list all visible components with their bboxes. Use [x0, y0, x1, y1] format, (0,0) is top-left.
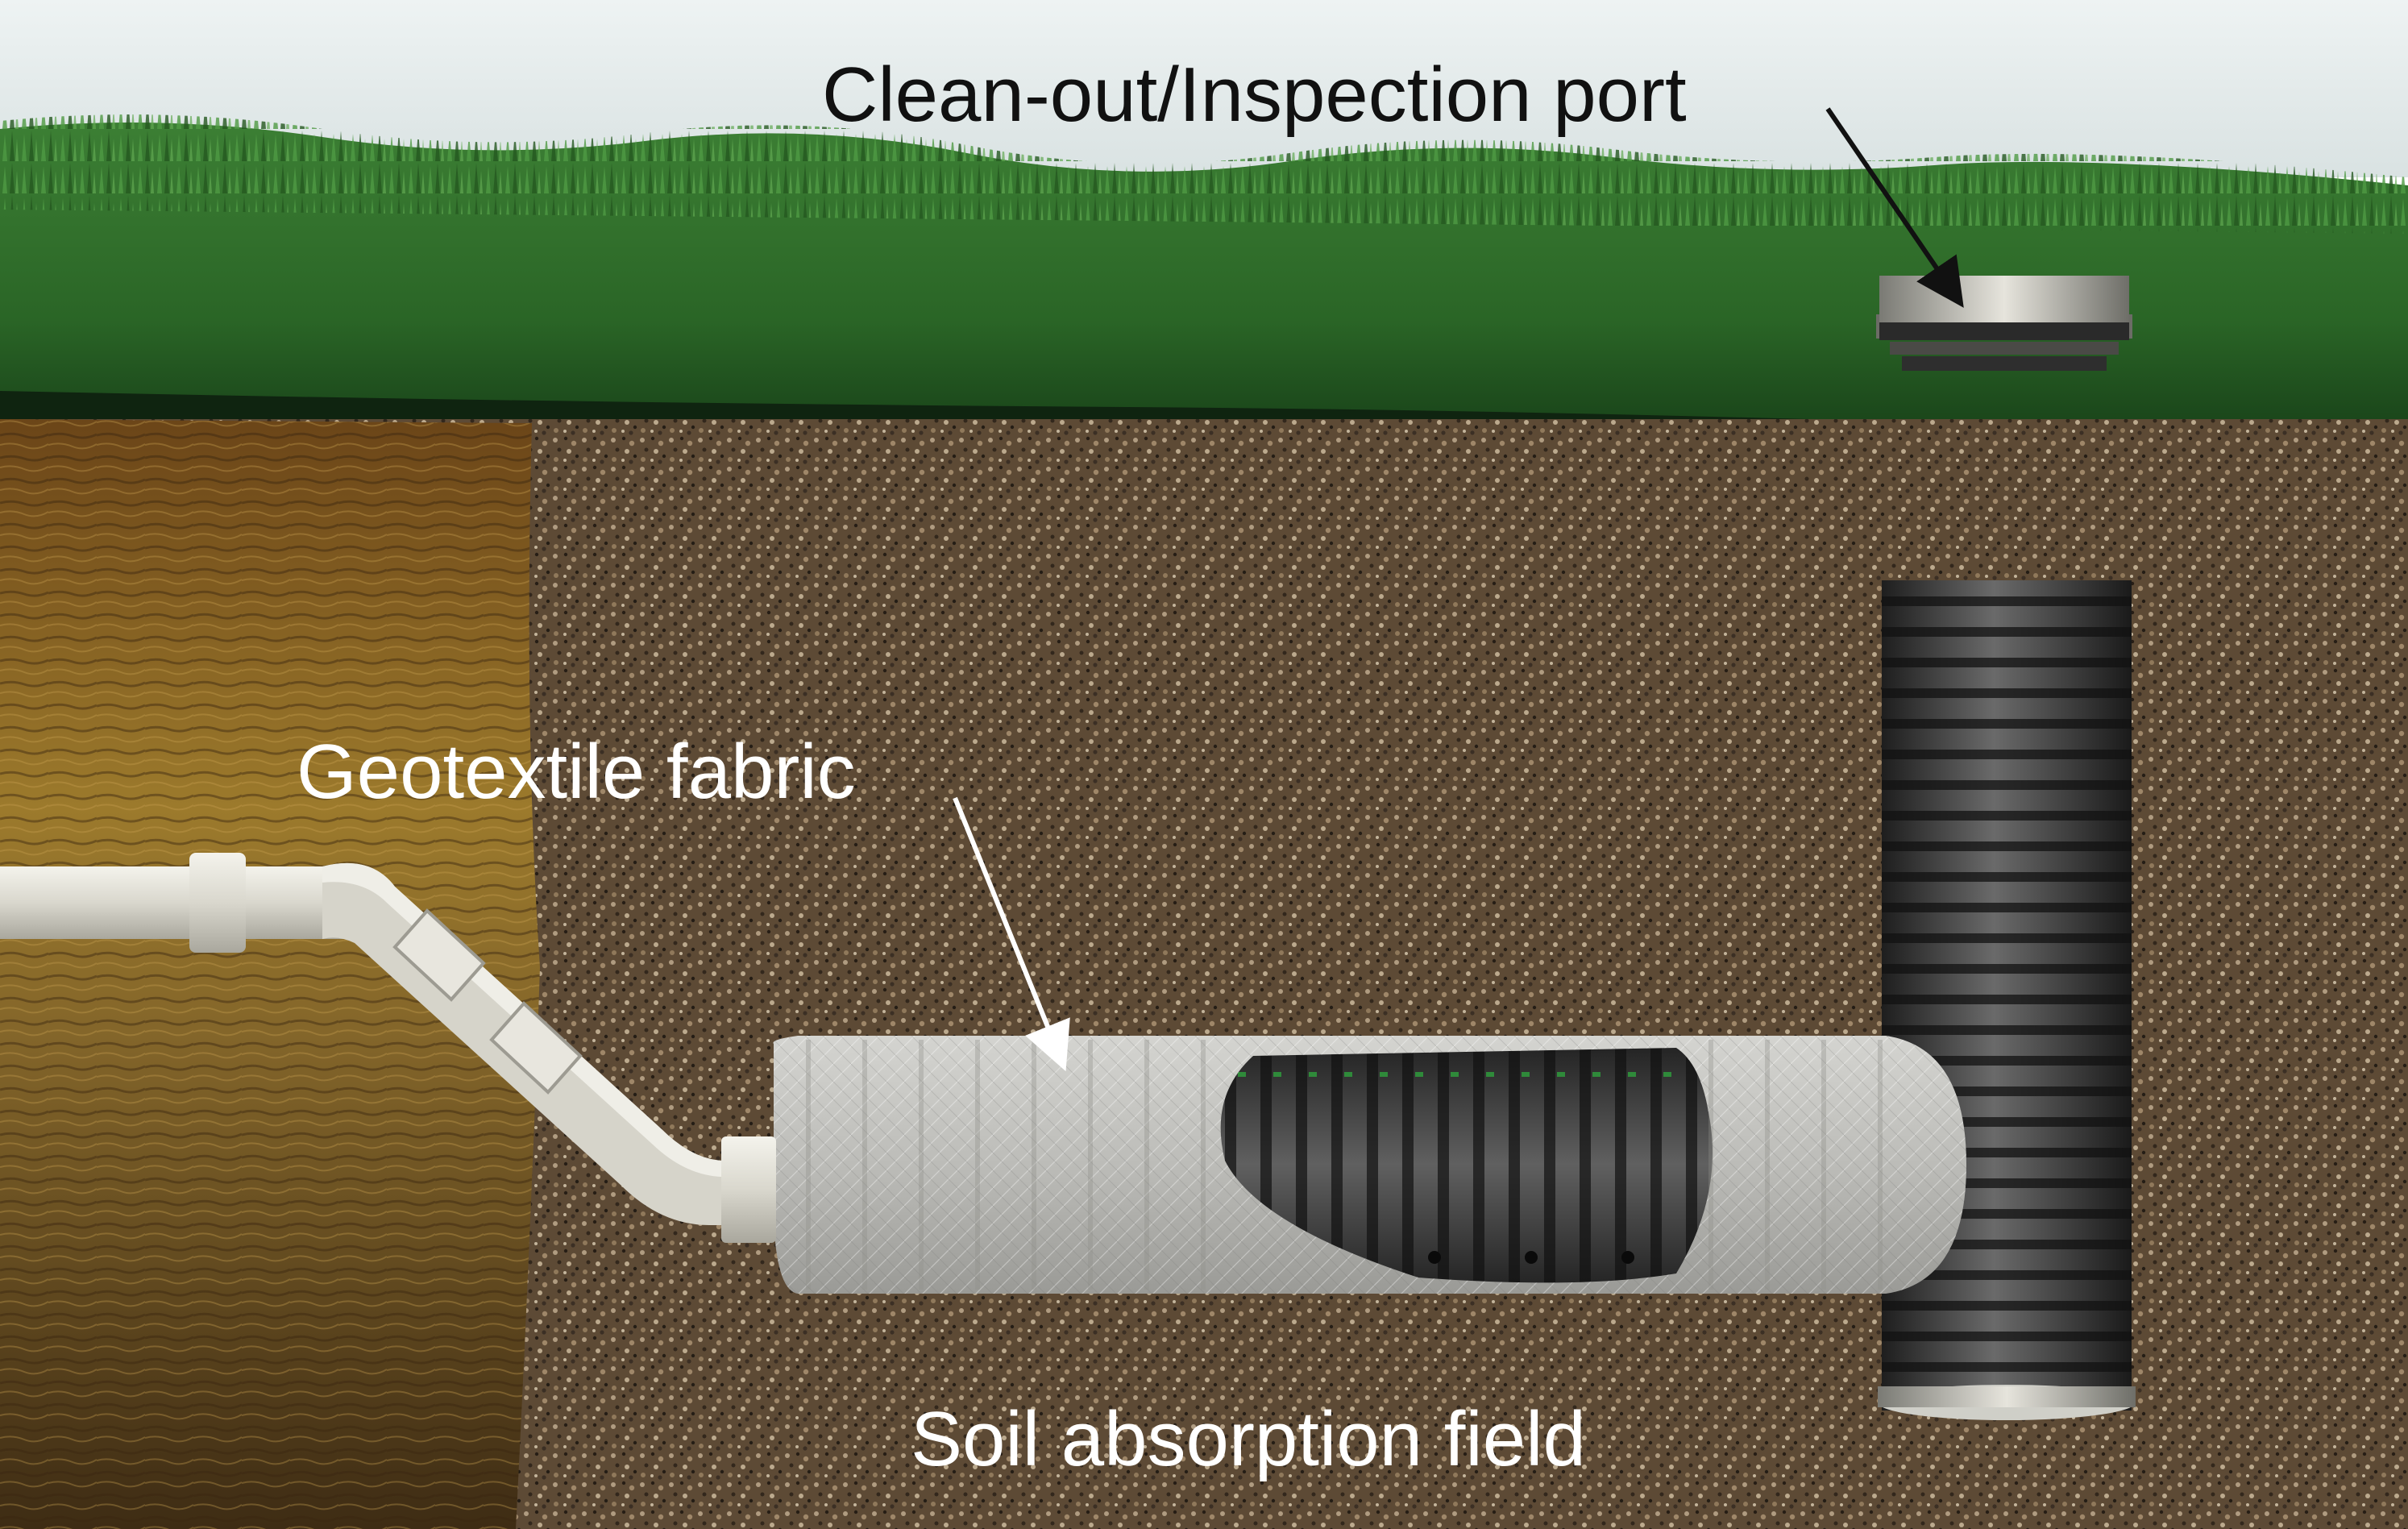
pipe-stripe: [1451, 1072, 1459, 1077]
riser-ridge: [1882, 872, 2132, 882]
fabric-band: [1144, 1040, 1149, 1290]
riser-ridge: [1882, 658, 2132, 667]
riser-ridge: [1882, 1025, 2132, 1035]
riser-ridge: [1882, 903, 2132, 912]
pipe-ridge: [1367, 1040, 1378, 1290]
fabric-band: [806, 1040, 811, 1290]
pipe-stripe: [1628, 1072, 1636, 1077]
riser-ridge: [1882, 1301, 2132, 1311]
native-soil: [0, 419, 540, 1529]
geotextile-fabric-label: Geotextile fabric: [297, 729, 856, 815]
pipe-stripe: [1238, 1072, 1246, 1077]
perforation-hole: [1621, 1251, 1634, 1264]
pipe-stripe: [1380, 1072, 1388, 1077]
fabric-band: [862, 1040, 867, 1290]
pipe-ridge: [1650, 1040, 1662, 1290]
geotextile-fabric-wrap: [773, 1036, 1966, 1294]
pipe-ridge: [1580, 1040, 1591, 1290]
riser-ridge: [1882, 811, 2132, 821]
pipe-ridge: [1296, 1040, 1307, 1290]
pipe-stripe: [1273, 1072, 1281, 1077]
pipe-ridge: [1509, 1040, 1520, 1290]
pipe-ridge: [1331, 1040, 1343, 1290]
inspection-riser-pipe: [1878, 580, 2136, 1420]
fabric-band: [1032, 1040, 1036, 1290]
pipe-stripe: [1522, 1072, 1530, 1077]
pipe-ridge: [1438, 1040, 1449, 1290]
pipe-stripe: [1486, 1072, 1494, 1077]
riser-ridge: [1882, 1362, 2132, 1372]
riser-ridge: [1882, 964, 2132, 974]
riser-ridge: [1882, 841, 2132, 851]
cleanout-port-cap: [1876, 276, 2132, 371]
fabric-band: [1201, 1040, 1206, 1290]
fabric-band: [1765, 1040, 1770, 1290]
cleanout-port-label: Clean-out/Inspection port: [822, 52, 1687, 138]
cleanout-port-arrow: [1825, 107, 1964, 308]
pipe-ridge: [1473, 1040, 1484, 1290]
fabric-band: [1878, 1040, 1883, 1290]
riser-ridge: [1882, 596, 2132, 606]
pipe-ridge: [1402, 1040, 1414, 1290]
riser-ridge: [1882, 995, 2132, 1004]
riser-ridge: [1882, 1270, 2132, 1280]
pipe-ridge: [1544, 1040, 1555, 1290]
pipe-ridge: [1686, 1040, 1697, 1290]
pipe-stripe: [1415, 1072, 1423, 1077]
geotextile-fabric-arrow: [953, 796, 1070, 1072]
perforation-hole: [1428, 1251, 1441, 1264]
pipe-stripe: [1663, 1072, 1671, 1077]
riser-ridge: [1882, 933, 2132, 943]
pipe-stripe: [1344, 1072, 1352, 1077]
fabric-band: [1708, 1040, 1713, 1290]
pipe-stripe: [1557, 1072, 1565, 1077]
perforation-hole: [1525, 1251, 1538, 1264]
riser-ridge: [1882, 1332, 2132, 1341]
pvc-inlet-pipe: [0, 853, 776, 1243]
riser-ridge: [1882, 627, 2132, 637]
pipe-stripe: [1592, 1072, 1600, 1077]
pipe-ridge: [1615, 1040, 1626, 1290]
riser-ridge: [1882, 719, 2132, 729]
riser-ridge: [1882, 688, 2132, 698]
riser-ridge: [1882, 1056, 2132, 1066]
fabric-band: [1088, 1040, 1093, 1290]
fabric-band: [975, 1040, 980, 1290]
soil-absorption-field-label: Soil absorption field: [911, 1396, 1586, 1482]
fabric-band: [1821, 1040, 1826, 1290]
riser-ridge: [1882, 780, 2132, 790]
pipe-stripe: [1309, 1072, 1317, 1077]
fabric-band: [919, 1040, 924, 1290]
riser-ridge: [1882, 750, 2132, 759]
